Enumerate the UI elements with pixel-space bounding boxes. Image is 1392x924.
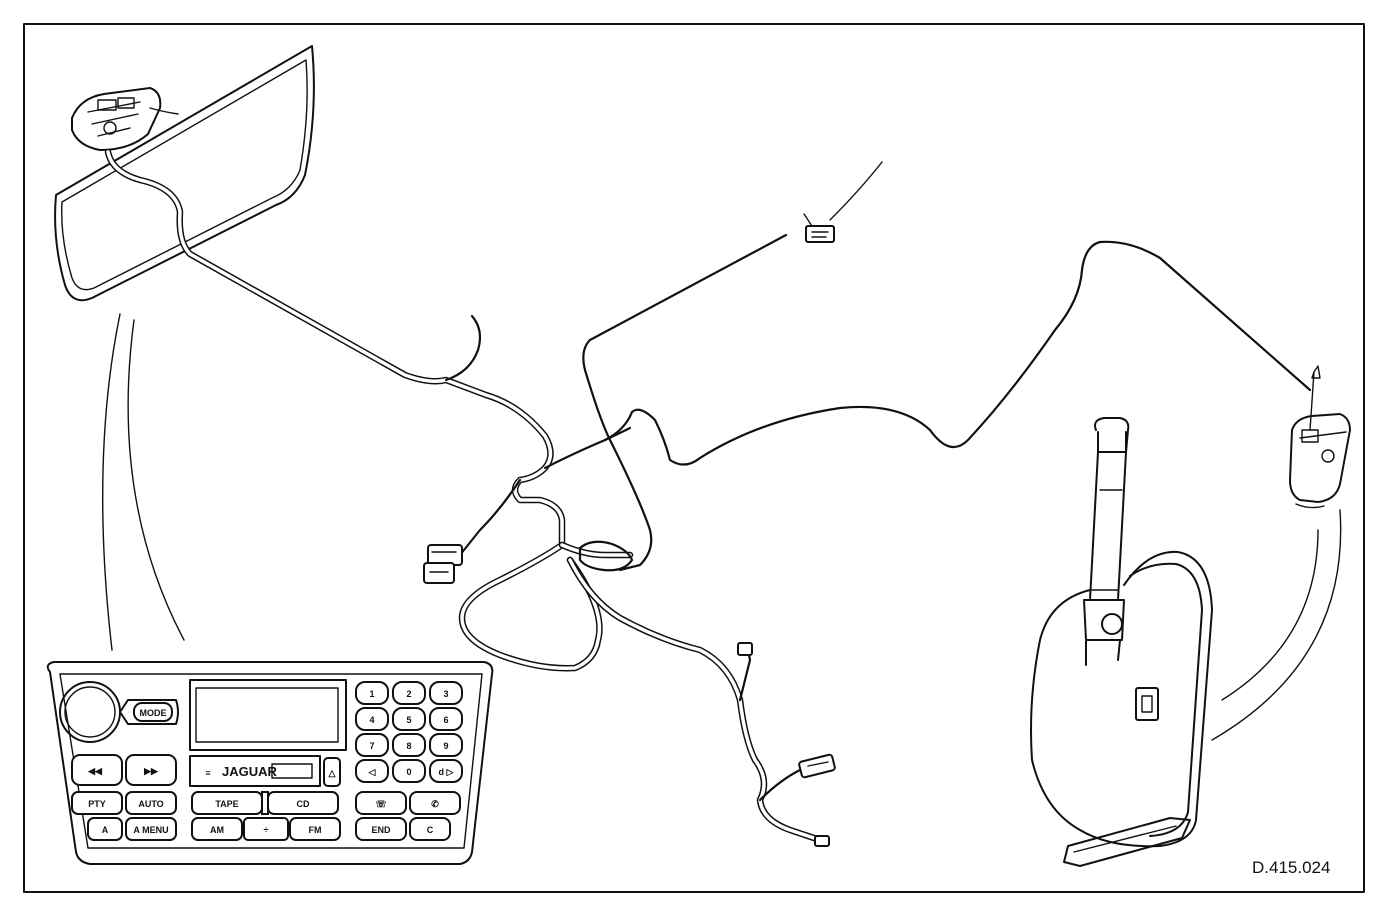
svg-text:☏: ☏ (375, 799, 386, 809)
svg-text:7: 7 (369, 741, 374, 751)
clear-button[interactable]: C (409, 817, 451, 841)
junction-filter (578, 540, 634, 572)
preset-9-button[interactable]: 9 (429, 733, 463, 757)
rear-window (54, 45, 315, 302)
telephone-end-button[interactable]: ✆ (409, 791, 461, 815)
preset-dir-left-button[interactable]: ◁ (355, 759, 389, 783)
junction-connector (423, 478, 522, 584)
cassette-icon: ≡ (205, 768, 210, 778)
preset-5-button[interactable]: 5 (392, 707, 426, 731)
svg-text:MODE: MODE (140, 708, 167, 718)
seek-up-button[interactable]: ▶▶ (125, 754, 177, 786)
preset-1-button[interactable]: 1 (355, 681, 389, 705)
svg-text:TAPE: TAPE (215, 799, 238, 809)
svg-text:CD: CD (297, 799, 310, 809)
power-aerial (1030, 417, 1213, 867)
svg-text:FM: FM (309, 825, 322, 835)
callout-right-2 (1211, 509, 1342, 741)
reference-code: D.415.024 (1252, 858, 1330, 877)
svg-text:△: △ (328, 768, 337, 778)
separator-button[interactable]: ÷ (243, 817, 289, 841)
auto-button[interactable]: AUTO (125, 791, 177, 815)
svg-text:1: 1 (369, 689, 374, 699)
svg-text:A: A (102, 825, 109, 835)
svg-text:5: 5 (406, 715, 411, 725)
preset-2-button[interactable]: 2 (392, 681, 426, 705)
svg-text:9: 9 (443, 741, 448, 751)
eject-button[interactable]: △ (323, 757, 341, 787)
svg-text:◀◀: ◀◀ (87, 766, 103, 776)
bottom-connectors (737, 642, 836, 847)
diagram-frame (23, 23, 1365, 893)
svg-text:◁: ◁ (368, 767, 377, 777)
window-aerial-amplifier (71, 87, 179, 151)
svg-text:÷: ÷ (264, 825, 269, 835)
pty-button[interactable]: PTY (71, 791, 123, 815)
radio-display (189, 679, 347, 751)
preset-3-button[interactable]: 3 (429, 681, 463, 705)
preset-6-button[interactable]: 6 (429, 707, 463, 731)
harness-pigtail (444, 314, 482, 382)
svg-text:6: 6 (443, 715, 448, 725)
svg-text:3: 3 (443, 689, 448, 699)
feeder-wire (543, 426, 632, 470)
svg-text:4: 4 (369, 715, 374, 725)
fm-button[interactable]: FM (289, 817, 341, 841)
callout-right-1 (1221, 529, 1319, 701)
svg-text:2: 2 (406, 689, 411, 699)
am-button[interactable]: AM (191, 817, 243, 841)
svg-text:d ▷: d ▷ (439, 767, 455, 777)
centre-aerial-connector (803, 161, 883, 243)
cd-button[interactable]: CD (267, 791, 339, 815)
telephone-button[interactable]: ☏ (355, 791, 407, 815)
cassette-slot (189, 755, 321, 787)
svg-text:A MENU: A MENU (133, 825, 168, 835)
svg-text:C: C (427, 825, 434, 835)
radio-head-unit: MODE ◀◀ ▶▶ PTY AUTO A A MENU (46, 661, 494, 865)
aerial-cable-centre (582, 233, 788, 572)
preset-4-button[interactable]: 4 (355, 707, 389, 731)
main-wiring-harness (104, 148, 824, 844)
preset-7-button[interactable]: 7 (355, 733, 389, 757)
svg-text:0: 0 (406, 767, 411, 777)
svg-text:PTY: PTY (88, 799, 106, 809)
aerial-cable-right (603, 240, 1312, 466)
svg-text:✆: ✆ (431, 799, 439, 809)
callout-left-1 (101, 313, 121, 651)
end-button[interactable]: END (355, 817, 407, 841)
svg-text:▶▶: ▶▶ (143, 766, 159, 776)
svg-text:8: 8 (406, 741, 411, 751)
a-menu-button[interactable]: A MENU (125, 817, 177, 841)
preset-8-button[interactable]: 8 (392, 733, 426, 757)
tape-button[interactable]: TAPE (191, 791, 263, 815)
radio-brand: JAGUAR (222, 764, 278, 779)
svg-text:AUTO: AUTO (138, 799, 163, 809)
svg-text:END: END (371, 825, 391, 835)
mode-button[interactable]: MODE (133, 702, 173, 722)
svg-text:AM: AM (210, 825, 224, 835)
preset-0-button[interactable]: 0 (392, 759, 426, 783)
preset-dir-right-button[interactable]: d ▷ (429, 759, 463, 783)
seek-down-button[interactable]: ◀◀ (71, 754, 123, 786)
right-aerial-amplifier (1289, 365, 1351, 509)
callout-left-2 (127, 319, 185, 641)
a-button[interactable]: A (87, 817, 123, 841)
